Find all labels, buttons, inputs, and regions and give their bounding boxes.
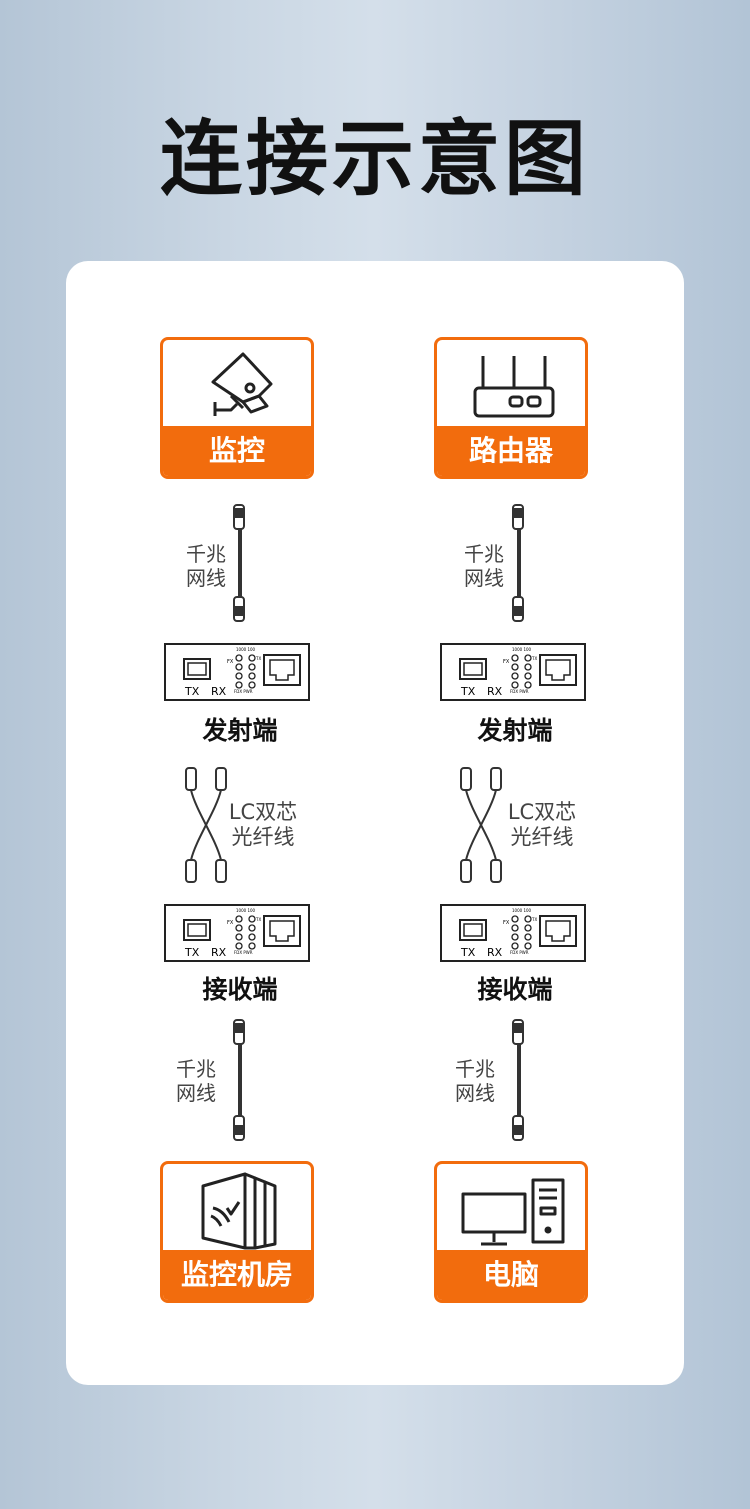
server-room-icon (201, 1172, 277, 1250)
fiber-cable-icon (185, 767, 227, 883)
router-icon (473, 356, 555, 418)
svg-text:1000 100: 1000 100 (512, 908, 532, 913)
server-room-device-box: 监控机房 (160, 1161, 314, 1303)
receiver-label: 接收端 (202, 975, 278, 1004)
svg-text:TX: TX (531, 656, 537, 661)
svg-text:FDX PWR: FDX PWR (234, 950, 253, 955)
cable-label: 千兆 网线 (455, 1057, 495, 1105)
fiber-label: LC双芯 光纤线 (507, 800, 577, 849)
cable-label: 千兆 网线 (176, 1057, 216, 1105)
svg-text:TX: TX (255, 656, 261, 661)
camera-device-box: 监控 (160, 337, 314, 479)
transmitter-converter-icon: TX RX FX 1000 100 TX FDX PWR (440, 643, 586, 701)
ethernet-cable-icon (512, 504, 524, 622)
port-tx-label: TX (184, 685, 200, 698)
svg-text:TX: TX (255, 917, 261, 922)
svg-text:FDX PWR: FDX PWR (510, 950, 529, 955)
router-device-box: 路由器 (434, 337, 588, 479)
svg-text:FDX PWR: FDX PWR (510, 689, 529, 694)
svg-text:1000 100: 1000 100 (236, 908, 256, 913)
transmitter-label: 发射端 (477, 716, 553, 745)
receiver-label: 接收端 (477, 975, 553, 1004)
fiber-label: LC双芯 光纤线 (228, 800, 298, 849)
port-rx-label: RX (211, 946, 227, 959)
transmitter-label: 发射端 (202, 716, 278, 745)
svg-text:FX: FX (503, 920, 510, 926)
ethernet-cable-icon (233, 504, 245, 622)
port-tx-label: TX (184, 946, 200, 959)
ethernet-cable-icon (233, 1019, 245, 1141)
svg-text:1000 100: 1000 100 (512, 647, 532, 652)
device-label-camera: 监控 (163, 426, 311, 476)
svg-text:FX: FX (227, 659, 234, 665)
port-tx-label: TX (460, 685, 476, 698)
transmitter-converter-icon: TX RX FX 1000 100 TX FDX PWR (164, 643, 310, 701)
ethernet-cable-icon (512, 1019, 524, 1141)
svg-text:TX: TX (531, 917, 537, 922)
cable-label: 千兆 网线 (464, 542, 504, 590)
diagram-card (66, 261, 684, 1385)
page-title: 连接示意图 (159, 112, 590, 207)
port-rx-label: RX (487, 685, 503, 698)
computer-device-box: 电脑 (434, 1161, 588, 1303)
computer-icon (461, 1178, 565, 1246)
port-rx-label: RX (211, 685, 227, 698)
device-label-server-room: 监控机房 (163, 1250, 311, 1300)
svg-text:FX: FX (503, 659, 510, 665)
receiver-converter-icon: TX RX FX 1000 100 TX FDX PWR (440, 904, 586, 962)
device-label-computer: 电脑 (437, 1250, 585, 1300)
svg-text:1000 100: 1000 100 (236, 647, 256, 652)
device-label-router: 路由器 (437, 426, 585, 476)
receiver-converter-icon: TX RX FX 1000 100 TX FDX PWR (164, 904, 310, 962)
camera-icon (211, 352, 273, 416)
port-tx-label: TX (460, 946, 476, 959)
fiber-cable-icon (460, 767, 502, 883)
cable-label: 千兆 网线 (186, 542, 226, 590)
svg-text:FX: FX (227, 920, 234, 926)
svg-text:FDX PWR: FDX PWR (234, 689, 253, 694)
port-rx-label: RX (487, 946, 503, 959)
